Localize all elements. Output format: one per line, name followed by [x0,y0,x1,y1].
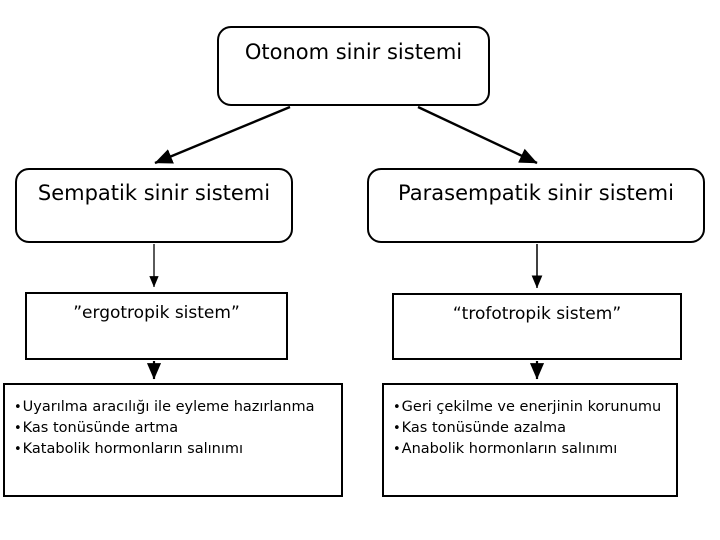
list-item: Kas tonüsünde azalma [393,418,661,439]
node-autonomic-nervous-system[interactable]: Otonom sinir sistemi [217,26,490,106]
node-parasympathetic-nervous-system[interactable]: Parasempatik sinir sistemi [367,168,705,243]
node-parasympathetic-label: Parasempatik sinir sistemi [398,181,674,205]
node-sympathetic-label: Sempatik sinir sistemi [37,181,271,205]
node-ergotropic-system[interactable]: ”ergotropik sistem” [25,292,288,360]
list-item: Anabolik hormonların salınımı [393,439,661,460]
parasympathetic-effects-list: Geri çekilme ve enerjinin korunumu Kas t… [393,397,662,460]
node-trofotropic-label: “trofotropik sistem” [452,304,622,324]
node-trofotropic-system[interactable]: “trofotropik sistem” [392,293,682,360]
node-root-label: Otonom sinir sistemi [244,40,463,64]
node-parasympathetic-effects[interactable]: Geri çekilme ve enerjinin korunumu Kas t… [382,383,678,497]
sympathetic-effects-list: Uyarılma aracılığı ile eyleme hazırlanma… [14,397,315,460]
list-item: Uyarılma aracılığı ile eyleme hazırlanma [14,397,315,418]
node-sympathetic-nervous-system[interactable]: Sempatik sinir sistemi [15,168,293,243]
arrow-root-to-sympathetic [154,105,291,165]
node-sympathetic-effects[interactable]: Uyarılma aracılığı ile eyleme hazırlanma… [3,383,343,497]
node-ergotropic-label: ”ergotropik sistem” [73,303,240,323]
list-item: Kas tonüsünde artma [14,418,315,439]
list-item: Katabolik hormonların salınımı [14,439,315,460]
list-item: Geri çekilme ve enerjinin korunumu [393,397,662,418]
arrow-root-to-parasympathetic [417,105,538,165]
